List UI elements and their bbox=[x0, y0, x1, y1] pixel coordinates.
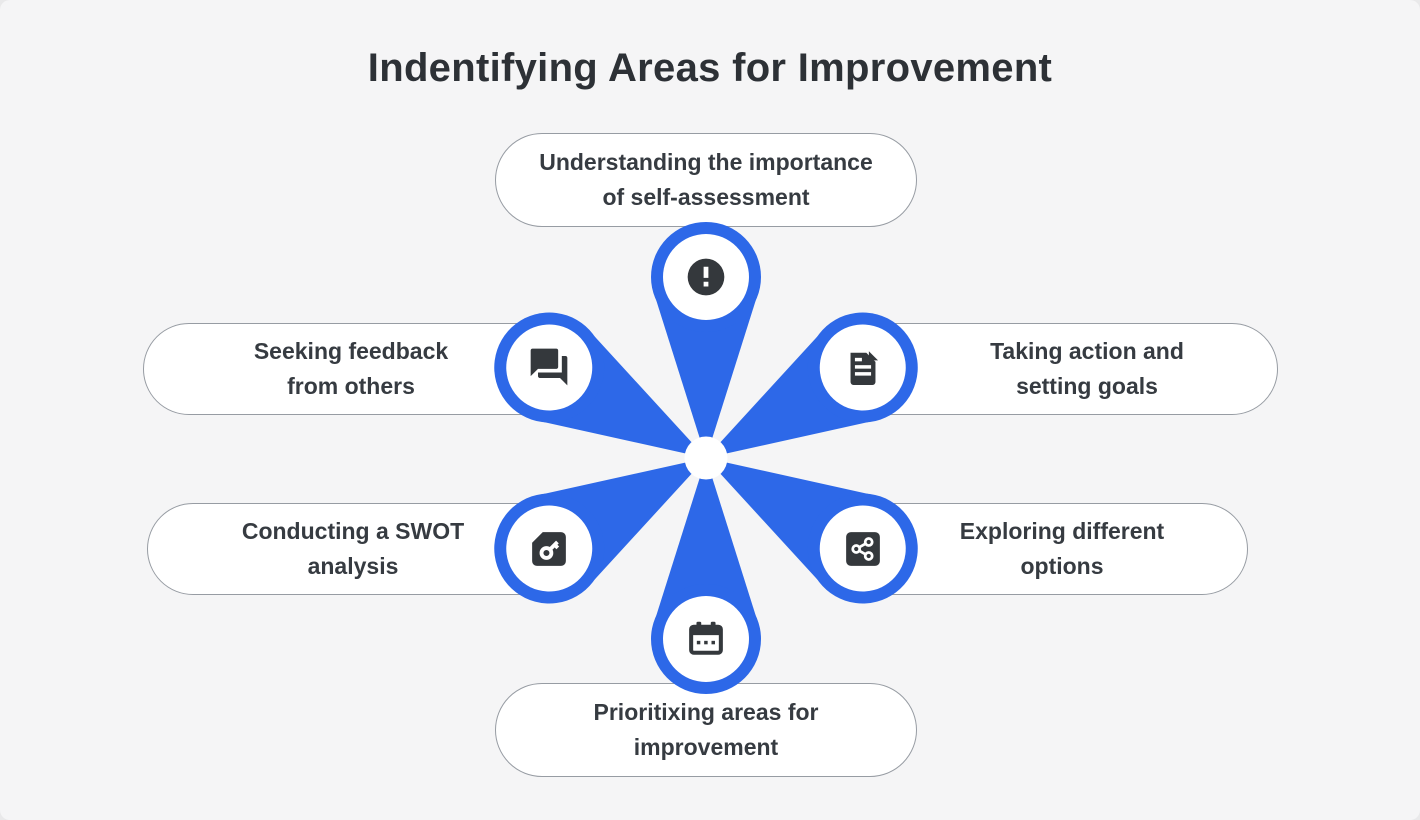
pill-line: options bbox=[1020, 553, 1104, 579]
pill-line: setting goals bbox=[1016, 373, 1158, 399]
document-icon bbox=[841, 345, 885, 389]
chat-icon bbox=[527, 345, 571, 389]
page-title: Indentifying Areas for Improvement bbox=[367, 46, 1053, 90]
pill-line: Understanding the importance bbox=[539, 149, 873, 175]
label-pill-prioritize: Prioritixing areas for improvement bbox=[495, 683, 917, 777]
alert-icon bbox=[684, 255, 728, 299]
calendar-icon bbox=[684, 617, 728, 661]
center-hub bbox=[684, 436, 728, 480]
pill-line: Prioritixing areas for bbox=[593, 699, 819, 725]
pill-line: Conducting a SWOT bbox=[241, 518, 465, 544]
pill-line: Taking action and bbox=[990, 338, 1184, 364]
label-pill-self-assessment: Understanding the importance of self-ass… bbox=[495, 133, 917, 227]
key-card-icon bbox=[527, 527, 571, 571]
pill-line: improvement bbox=[633, 734, 779, 760]
pill-line: analysis bbox=[307, 553, 399, 579]
pill-line: Seeking feedback bbox=[253, 338, 449, 364]
pill-line: Exploring different bbox=[959, 518, 1165, 544]
pill-line: from others bbox=[287, 373, 415, 399]
share-icon bbox=[841, 527, 885, 571]
pill-line: of self-assessment bbox=[602, 184, 810, 210]
